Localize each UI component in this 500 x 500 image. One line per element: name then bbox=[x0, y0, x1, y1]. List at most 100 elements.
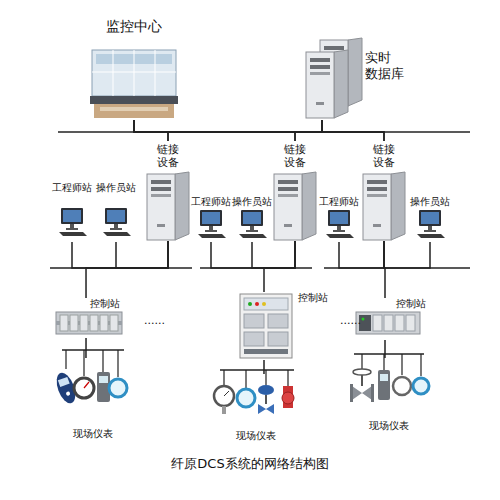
network-link bbox=[384, 340, 386, 358]
node-label: 控制站 bbox=[90, 298, 126, 310]
field-instrument-icon bbox=[84, 382, 89, 388]
operator-station: 操作员站 bbox=[410, 196, 450, 242]
plc-rack bbox=[356, 312, 420, 334]
workstation-icon bbox=[326, 210, 354, 238]
control-cabinet bbox=[248, 302, 252, 306]
network-link bbox=[322, 120, 384, 141]
field-instrument-icon bbox=[393, 377, 411, 395]
field-instruments: 现场仪表 bbox=[214, 374, 298, 442]
node-label: 链接 设备 bbox=[152, 143, 184, 169]
control-module-rail bbox=[90, 315, 98, 331]
node-label: 现场仪表 bbox=[346, 420, 432, 432]
engineer-station: 工程师站 bbox=[191, 196, 231, 242]
link-device-icon bbox=[363, 172, 405, 240]
field-instrument-icon bbox=[222, 406, 226, 414]
monitor-center: 监控中心 bbox=[88, 18, 180, 120]
network-bus bbox=[50, 132, 470, 370]
plc-rack bbox=[362, 318, 365, 321]
node-label: 工程师站 bbox=[319, 196, 359, 208]
workstation-icon bbox=[198, 210, 226, 238]
network-link bbox=[116, 241, 168, 268]
link-device: 链接 设备 bbox=[146, 141, 190, 241]
control-module-rail bbox=[56, 312, 122, 334]
field-instruments: 现场仪表 bbox=[56, 358, 130, 442]
workstation-icon bbox=[59, 208, 445, 238]
field-instrument-icon bbox=[380, 374, 388, 381]
network-link bbox=[264, 241, 295, 292]
network-bus bbox=[354, 353, 424, 355]
node-label: 控制站 bbox=[298, 292, 334, 304]
plc-rack bbox=[373, 315, 382, 331]
field-instrument-icon bbox=[109, 379, 127, 397]
network-link bbox=[134, 120, 168, 141]
control-station: 控制站 bbox=[52, 298, 142, 338]
engineer-station: 工程师站 bbox=[319, 196, 359, 242]
network-link bbox=[263, 360, 265, 374]
node-label: 链接 设备 bbox=[368, 143, 400, 169]
workstation-icon bbox=[239, 210, 267, 238]
node-label: 控制站 bbox=[396, 298, 432, 310]
field-instrument-icon bbox=[65, 391, 70, 396]
video-wall bbox=[155, 50, 156, 96]
control-cabinet bbox=[255, 302, 259, 306]
network-link bbox=[134, 120, 295, 141]
instrument-branch bbox=[117, 350, 118, 377]
video-wall bbox=[113, 50, 114, 96]
field-instrument-icon bbox=[99, 376, 108, 383]
workstation-icon bbox=[103, 208, 131, 236]
network-bus bbox=[50, 267, 192, 269]
network-link bbox=[134, 120, 384, 141]
network-bus bbox=[62, 349, 124, 351]
field-instrument-icon bbox=[352, 386, 372, 400]
node-label: 链接 设备 bbox=[279, 143, 311, 169]
control-cabinet bbox=[268, 332, 288, 346]
database-server-icon bbox=[306, 50, 348, 118]
field-instrument-icon bbox=[58, 377, 70, 387]
instrument-branch bbox=[383, 354, 384, 370]
link-device: 链接 设备 bbox=[273, 141, 317, 241]
ellipsis-label: ...... bbox=[144, 314, 165, 327]
plc-rack bbox=[395, 315, 404, 331]
field-instrument-icon bbox=[214, 386, 234, 406]
video-wall bbox=[90, 50, 178, 118]
field-instrument-icon bbox=[283, 386, 293, 408]
link-device-icon bbox=[274, 172, 316, 240]
instrument-branch bbox=[401, 354, 402, 375]
control-module-rail bbox=[110, 315, 118, 331]
control-cabinet bbox=[244, 332, 264, 346]
control-module-rail bbox=[60, 315, 68, 331]
workstation-icon bbox=[417, 210, 445, 238]
video-wall bbox=[94, 104, 174, 118]
node-label: 操作员站 bbox=[410, 196, 450, 208]
control-module-rail bbox=[80, 315, 88, 331]
control-station: 控制站 bbox=[352, 298, 432, 340]
control-cabinet bbox=[240, 294, 292, 358]
instrument-branch bbox=[245, 370, 246, 388]
network-link bbox=[86, 241, 168, 298]
plc-rack bbox=[406, 315, 415, 331]
node-label: 实时 数据库 bbox=[365, 50, 405, 81]
node-label: 工程师站 bbox=[52, 182, 92, 194]
field-instrument-icon bbox=[53, 369, 429, 414]
field-instrument-icon bbox=[237, 389, 255, 407]
field-instrument-icon bbox=[224, 391, 229, 396]
network-link bbox=[339, 241, 384, 268]
video-wall bbox=[90, 96, 178, 104]
network-link bbox=[384, 241, 430, 268]
control-cabinet bbox=[244, 314, 264, 328]
field-instrument-icon bbox=[371, 384, 374, 402]
network-link bbox=[72, 241, 168, 268]
field-instrument-icon bbox=[361, 375, 363, 386]
instrument-branch bbox=[102, 350, 103, 372]
video-wall bbox=[134, 50, 135, 96]
network-bus bbox=[220, 369, 294, 371]
link-device-icon bbox=[147, 172, 405, 240]
control-module-rail bbox=[100, 315, 108, 331]
database-server: 实时 数据库 bbox=[305, 36, 405, 120]
instrument-branch bbox=[361, 354, 362, 369]
network-link bbox=[85, 338, 87, 358]
operator-station: 操作员站 bbox=[96, 182, 136, 242]
network-link bbox=[168, 120, 322, 141]
